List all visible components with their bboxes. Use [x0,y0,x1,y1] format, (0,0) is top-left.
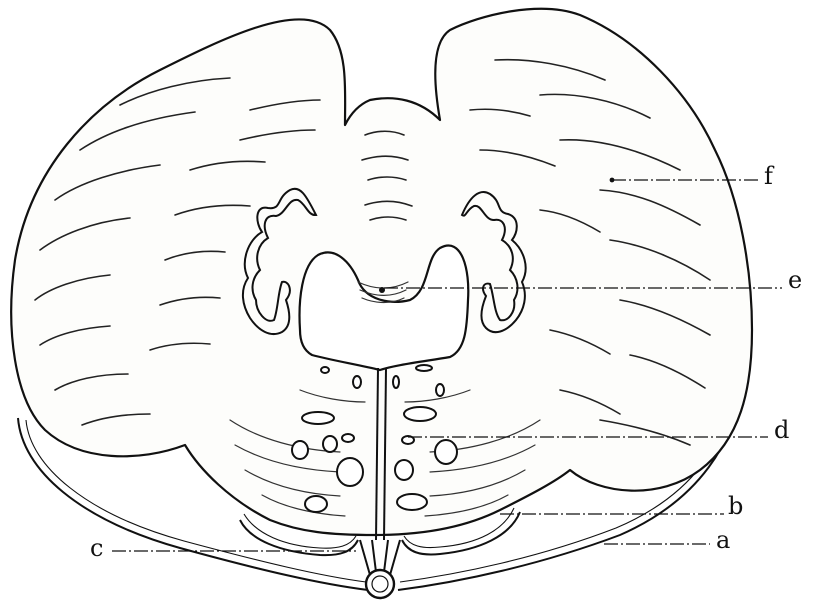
label-d: d [774,418,789,442]
label-c: c [90,536,103,560]
label-a: a [716,528,730,552]
basilar-vessel [360,540,400,598]
label-b: b [728,494,743,518]
cerebellum-body [11,9,752,535]
label-e: e [788,268,802,292]
label-f: f [764,164,773,188]
